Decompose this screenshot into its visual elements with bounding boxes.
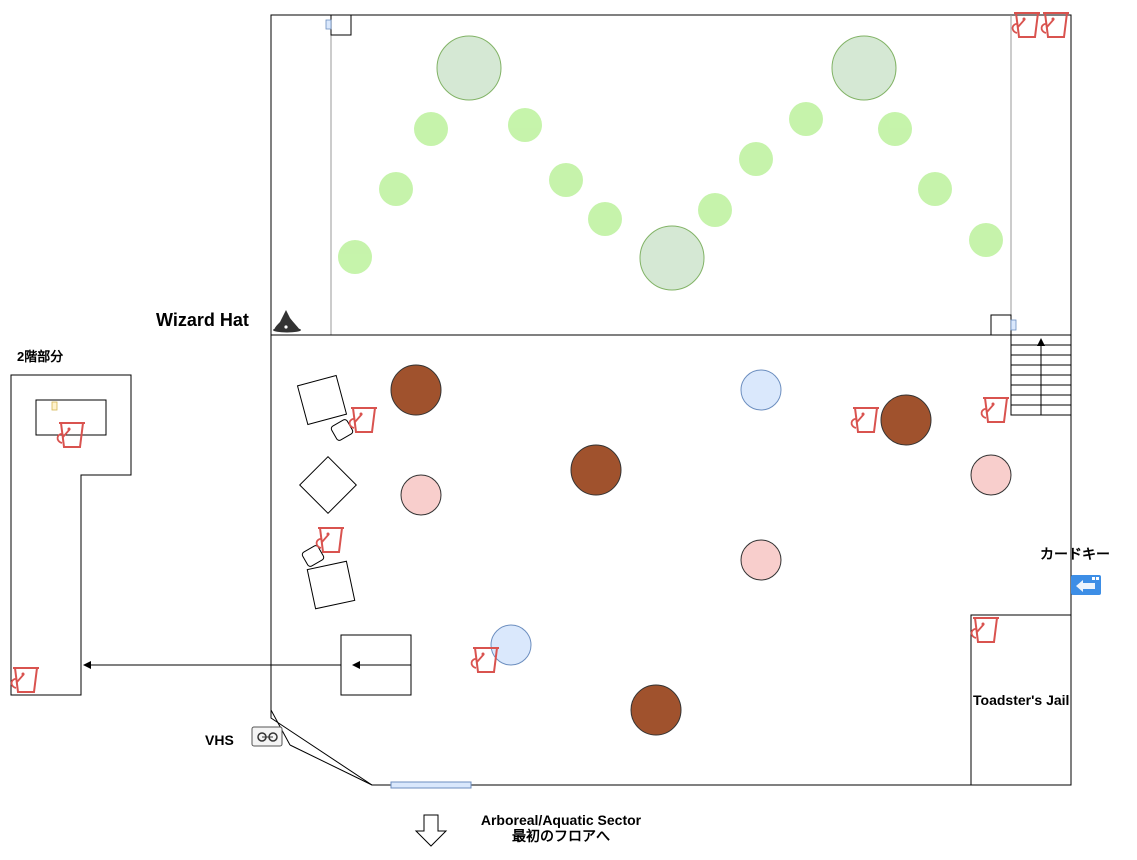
exit-label: Arboreal/Aquatic Sector 最初のフロアへ bbox=[470, 812, 652, 844]
bucket-icon[interactable] bbox=[348, 407, 378, 433]
pink-table bbox=[740, 539, 782, 581]
large-trees bbox=[436, 35, 897, 291]
crate bbox=[299, 456, 357, 514]
bush bbox=[918, 172, 952, 206]
bush bbox=[588, 202, 622, 236]
bucket-icon[interactable] bbox=[1040, 12, 1070, 38]
blue-tables bbox=[490, 369, 782, 666]
upper-room bbox=[270, 12, 1072, 336]
bucket-icon[interactable] bbox=[980, 397, 1010, 423]
card-key-icon[interactable] bbox=[1071, 575, 1101, 595]
second-floor-section bbox=[10, 374, 132, 696]
bush bbox=[739, 142, 773, 176]
vhs-tape-icon[interactable] bbox=[251, 726, 283, 747]
door-marker bbox=[325, 19, 332, 30]
brown-table bbox=[570, 444, 622, 496]
brown-tables bbox=[390, 364, 932, 736]
bucket-icon[interactable] bbox=[970, 617, 1000, 643]
main-room-wall bbox=[270, 334, 1072, 786]
toadster-jail-label: Toadster's Jail bbox=[973, 692, 1070, 708]
wizard-hat-icon[interactable] bbox=[273, 310, 301, 333]
bush bbox=[508, 108, 542, 142]
bush bbox=[878, 112, 912, 146]
bush bbox=[698, 193, 732, 227]
bushes bbox=[338, 102, 1003, 274]
wizard-hat-label: Wizard Hat bbox=[156, 310, 249, 330]
bucket-icon[interactable] bbox=[1011, 12, 1041, 38]
down-arrow-icon[interactable] bbox=[414, 814, 448, 847]
bush bbox=[789, 102, 823, 136]
second-floor-label: 2階部分 bbox=[17, 349, 64, 364]
brown-table bbox=[630, 684, 682, 736]
pink-table bbox=[970, 454, 1012, 496]
pink-table bbox=[400, 474, 442, 516]
blue-table bbox=[490, 624, 532, 666]
toadster-jail-cell[interactable] bbox=[970, 614, 1072, 786]
bush bbox=[338, 240, 372, 274]
second-floor-room bbox=[35, 399, 107, 436]
crate bbox=[296, 374, 348, 426]
bucket-icon[interactable] bbox=[10, 667, 40, 693]
vhs-corner-line bbox=[289, 744, 373, 786]
crates bbox=[296, 374, 357, 610]
tree bbox=[436, 35, 502, 101]
upper-room-corner-box-left bbox=[330, 14, 352, 36]
bush bbox=[414, 112, 448, 146]
brown-table bbox=[390, 364, 442, 416]
staircase[interactable] bbox=[1010, 334, 1072, 416]
small-crate bbox=[301, 545, 325, 567]
card-key-label: カードキー bbox=[1040, 546, 1110, 562]
bush bbox=[549, 163, 583, 197]
tree bbox=[639, 225, 705, 291]
main-room bbox=[251, 310, 1101, 789]
crate bbox=[306, 560, 356, 610]
exit-label-line1: Arboreal/Aquatic Sector bbox=[480, 812, 642, 828]
vhs-label: VHS bbox=[205, 732, 234, 748]
blue-table bbox=[740, 369, 782, 411]
brown-table bbox=[880, 394, 932, 446]
bucket-icon[interactable] bbox=[850, 407, 880, 433]
second-floor-wall bbox=[10, 374, 132, 696]
window bbox=[390, 781, 472, 789]
bush bbox=[969, 223, 1003, 257]
exit-label-line2: 最初のフロアへ bbox=[512, 828, 610, 845]
upper-room-corner-box-right bbox=[990, 314, 1012, 336]
pink-tables bbox=[400, 454, 1012, 581]
door-marker bbox=[51, 401, 58, 411]
door-marker bbox=[1010, 319, 1017, 331]
tree bbox=[831, 35, 897, 101]
bush bbox=[379, 172, 413, 206]
bucket-icon[interactable] bbox=[315, 527, 345, 553]
